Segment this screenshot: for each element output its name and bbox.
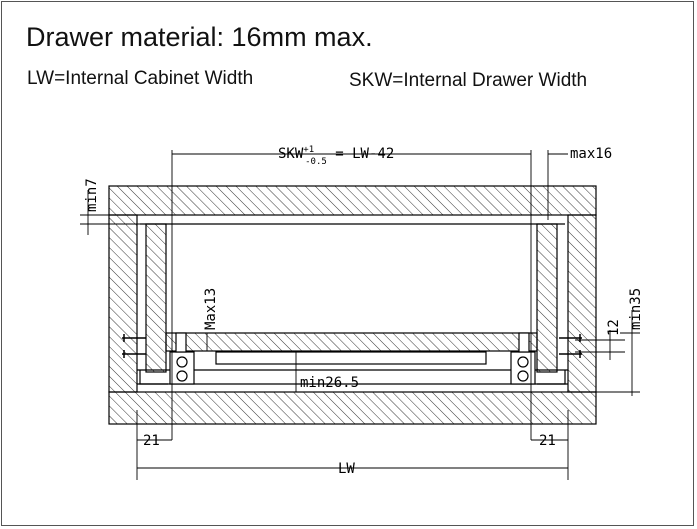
- left-21-label: 21: [143, 433, 160, 449]
- drawer-right-side: [536, 223, 558, 373]
- skw-main: SKW: [278, 146, 304, 162]
- cabinet-left-wall: [108, 214, 138, 393]
- page-title: Drawer material: 16mm max.: [26, 22, 373, 52]
- drawer-box: [137, 223, 568, 385]
- cabinet-right-wall: [567, 214, 597, 393]
- cabinet-bottom-panel: [108, 391, 597, 425]
- skw-definition: SKW=Internal Drawer Width: [349, 70, 588, 91]
- min7-label: min7: [84, 178, 100, 212]
- twelve-label: 12: [606, 319, 622, 336]
- skw-equation: = LW-42: [327, 146, 394, 162]
- skw-tolerance-plus: +1: [303, 145, 314, 155]
- max13-label: Max13: [203, 288, 219, 330]
- cabinet-top-panel: [108, 185, 597, 216]
- min35-label: min35: [628, 288, 644, 330]
- screws: [122, 334, 582, 358]
- max16-label: max16: [570, 146, 612, 162]
- skw-tolerance-minus: -0.5: [305, 157, 327, 167]
- left-runner: [139, 332, 195, 385]
- drawer-bottom: [165, 332, 538, 352]
- runner-rail: [215, 351, 487, 365]
- lw-definition: LW=Internal Cabinet Width: [27, 68, 254, 89]
- dimension-lines: [80, 150, 640, 480]
- cabinet: [108, 185, 597, 425]
- lw-dimension-label: LW: [338, 461, 355, 477]
- min26-5-label: min26.5: [300, 375, 359, 391]
- right-21-label: 21: [539, 433, 556, 449]
- skw-dimension-label: SKW+1 -0.5 = LW-42: [278, 145, 394, 167]
- drawer-left-side: [145, 223, 167, 373]
